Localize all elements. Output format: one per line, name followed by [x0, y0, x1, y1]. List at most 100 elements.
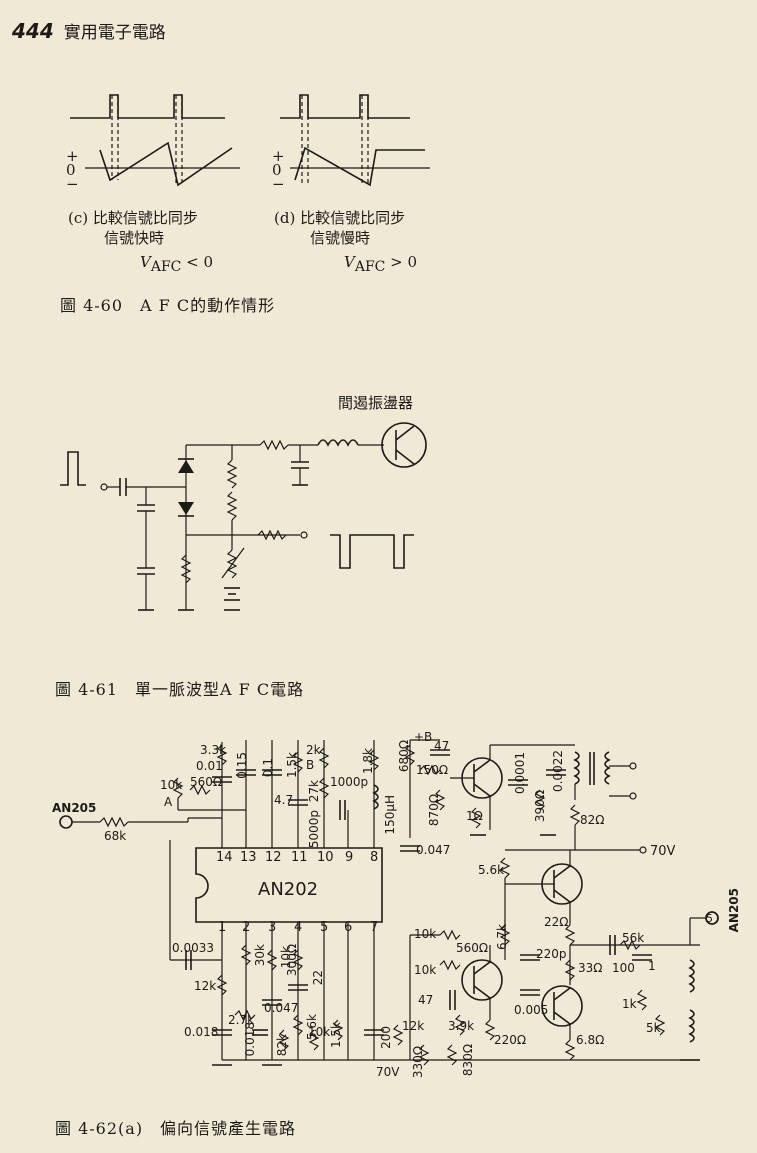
pin-9: 9 [345, 850, 354, 865]
label-220p: 220p [536, 947, 567, 961]
label-1000p: 1000p [330, 775, 369, 789]
panel-d-line1: (d) 比較信號比同步 [274, 209, 406, 227]
output-resistor [257, 529, 287, 541]
transistor-q4 [541, 985, 583, 1027]
transformer-primary [573, 751, 580, 785]
label-0-047: 0.047 [264, 1001, 299, 1015]
label-0-1: 0.1 [261, 758, 275, 778]
transistor-q3 [461, 959, 503, 1001]
label-10k-c: 10k [308, 1025, 331, 1039]
figure-4-61-caption: 圖 4-61 單一脈波型A F C電路 [55, 680, 305, 699]
label-5000p: 5000p [307, 810, 321, 849]
pin-5: 5 [320, 920, 329, 935]
label-30k: 30k [253, 944, 267, 967]
axis-plus-d: + [272, 147, 285, 165]
supply-70v-terminal [639, 846, 647, 854]
pin-3: 3 [268, 920, 277, 935]
resistor-6-8 [564, 1039, 576, 1061]
pin-1: 1 [218, 920, 227, 935]
ic-name: AN202 [258, 879, 319, 900]
pulse-waveform-d [280, 94, 410, 119]
output-terminal [300, 531, 308, 539]
label-150: 150Ω [416, 763, 449, 777]
page-number: 444 [12, 19, 54, 43]
label-200: 200 [379, 1026, 393, 1049]
pin-12: 12 [265, 850, 282, 865]
pin-10: 10 [317, 850, 334, 865]
label-node-5: 5 [706, 912, 713, 925]
resistor-82k [278, 1029, 290, 1051]
label-1-ohm: 1Ω [466, 809, 483, 823]
resistor-68k [99, 816, 129, 828]
label-220: 220Ω [494, 1033, 527, 1047]
resistor-680 [404, 744, 416, 766]
label-an205-right: AN205 [727, 888, 741, 933]
oscillator-label: 間遏振盪器 [338, 394, 414, 412]
potentiometer-2k [318, 747, 330, 769]
label-5k: 5k [646, 1021, 661, 1035]
inductor-coil [317, 439, 359, 447]
panel-c-condition: VAFC < 0 [140, 253, 214, 275]
resistor-12k-b [392, 1024, 404, 1046]
axis-minus-d: − [272, 175, 285, 193]
resistor-5-6k-b [292, 1014, 304, 1036]
label-82k: 82k [275, 1034, 289, 1057]
resistor-5-6k [499, 857, 511, 879]
label-70v-b: 70V [376, 1065, 400, 1079]
label-870: 870Ω [427, 794, 441, 827]
resistor-1-8k [368, 749, 380, 771]
diode-upper [178, 460, 194, 473]
resistor-870 [434, 789, 446, 811]
resistor-27k [318, 777, 330, 799]
label-0-018: 0.018 [184, 1025, 219, 1039]
label-0-01: 0.01 [196, 759, 223, 773]
resistor-6-7k [499, 924, 511, 946]
label-100: 100 [612, 961, 635, 975]
panel-c-line1: (c) 比較信號比同步 [68, 209, 198, 227]
ic-an202-body [195, 847, 383, 923]
diode-lower [178, 502, 194, 515]
axis-zero-d: 0 [272, 161, 282, 179]
input-pulse-symbol [60, 451, 86, 486]
label-1-8k: 1.8k [361, 748, 375, 775]
label-0-0022: 0.0022 [551, 750, 565, 792]
label-6-8: 6.8Ω [576, 1033, 605, 1047]
resistor-330 [418, 1044, 430, 1066]
resistor-bottom-1 [180, 554, 192, 584]
running-title: 實用電子電路 [63, 23, 166, 43]
deflection-coil-2 [688, 1009, 695, 1043]
label-22-cap: 22 [311, 970, 325, 986]
pin-11: 11 [291, 850, 308, 865]
page-header: 444 實用電子電路 [12, 18, 166, 43]
label-6-7k: 6.7k [495, 924, 509, 951]
label-2-7k: 2.7k [228, 1013, 255, 1027]
panel-d-condition: VAFC > 0 [344, 253, 418, 275]
label-150uh: 150μH [383, 795, 397, 835]
label-82: 82Ω [580, 813, 605, 827]
label-b: B [306, 758, 315, 772]
ic-top-pins [221, 838, 375, 848]
resistor-22 [564, 924, 576, 946]
potentiometer-5k [654, 1014, 666, 1036]
label-68k: 68k [104, 829, 127, 843]
label-10k-e: 10k [414, 963, 437, 977]
label-3-3k: 3.3k [200, 743, 227, 757]
label-4-7: 4.7 [274, 793, 294, 807]
label-560-b: 560Ω [456, 941, 489, 955]
pin-13: 13 [240, 850, 257, 865]
label-300: 300Ω [285, 944, 299, 977]
resistor-33 [564, 959, 576, 981]
series-resistor-top [259, 439, 289, 451]
axis-plus-c: + [66, 147, 79, 165]
pin-2: 2 [242, 920, 251, 935]
label-12k-b: 12k [402, 1019, 425, 1033]
resistor-mid-1 [226, 459, 238, 489]
label-47-b: 47 [418, 993, 434, 1007]
resistor-10k-c [308, 1029, 320, 1051]
label-1k: 1k [622, 997, 637, 1011]
figure-4-62-caption: 圖 4-62(a) 偏向信號產生電路 [55, 1119, 297, 1138]
sawtooth-waveform-c [99, 141, 233, 187]
